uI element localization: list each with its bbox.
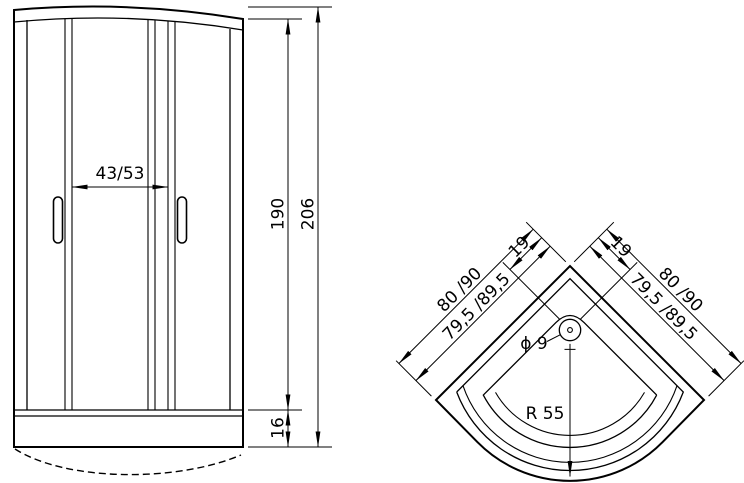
door-panel-lines (64, 19, 176, 410)
tray-rim-line (456, 277, 685, 472)
dim-drain-offset-right-line (597, 237, 631, 270)
front-radius-label: R 55 (526, 404, 565, 424)
tray-basin-outline (482, 314, 658, 449)
drain-offset-left-label: 19 (505, 233, 534, 262)
tray-front-dashed-curve (14, 448, 242, 476)
tray-height-label: 16 (269, 417, 289, 439)
drain-circle (558, 318, 582, 342)
dim-drain-offset-left-line (509, 237, 543, 270)
enclosure-outline (13, 5, 244, 448)
front-view-dimensions: 43/53 190 206 16 (71, 6, 332, 448)
tray-top-lines (14, 409, 243, 417)
front-extension-lines (248, 6, 332, 448)
total-height-label: 206 (299, 198, 319, 230)
drain-leader-line (546, 334, 561, 342)
frame-inner-lines (26, 20, 231, 410)
enclosure-top-inner-arc (13, 17, 244, 31)
front-view (13, 5, 244, 476)
drain-offset-right-label: 19 (606, 233, 635, 262)
tray-outer-outline (434, 264, 706, 482)
door-opening-label: 43/53 (96, 164, 145, 184)
drain-diameter-label: ϕ 9 (520, 334, 547, 354)
glass-height-label: 190 (269, 198, 289, 230)
left-door-handle (52, 196, 64, 244)
right-door-handle (176, 196, 188, 244)
drain-center-dot (567, 327, 573, 333)
